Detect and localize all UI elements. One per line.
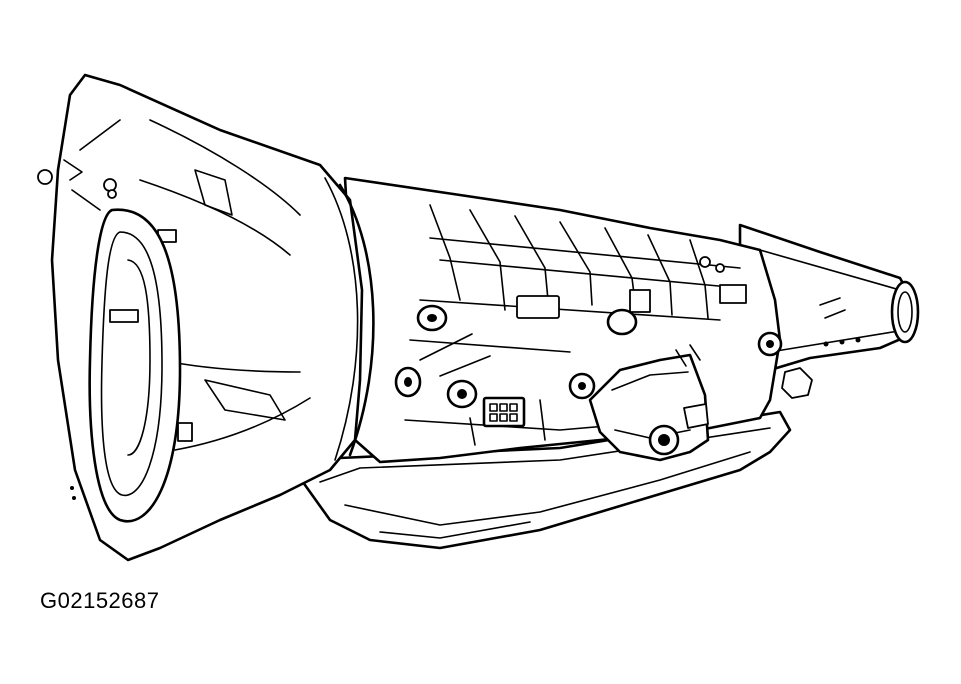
range-sensor-lever [590,345,708,460]
extension-housing [740,225,918,398]
figure-identifier: G02152687 [40,588,160,613]
transmission-case [345,178,780,462]
mounting-bosses [396,306,781,407]
electrical-connector [484,398,524,426]
converter-bore [90,210,180,522]
